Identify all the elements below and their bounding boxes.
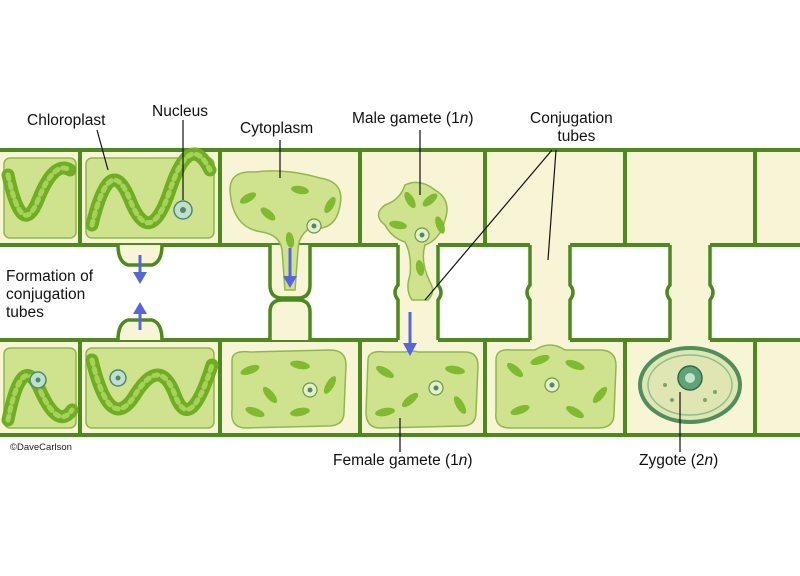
upper-cell-male-gamete [377,181,448,301]
label-cytoplasm: Cytoplasm [240,120,314,137]
label-zygote: Zygote (2n) [639,452,719,469]
upper-cell-spiral-chloroplast-0 [1,157,77,239]
lower-cell-spiral-chloroplast-0 [1,347,79,429]
lower-cell-cytoplasm [231,349,347,429]
tube-open-5 [665,243,715,342]
label-female-gamete: Female gamete (1n) [333,452,473,469]
label-male-gamete: Male gamete (1n) [352,110,474,127]
leader-lines [96,120,681,452]
lower-cell-female-gamete [365,350,479,429]
leader-tube-b [547,149,557,261]
upper-cell-spiral-chloroplast-1 [85,147,217,239]
arrows [133,248,417,356]
leader-tube-a [424,149,553,301]
label-nucleus: Nucleus [152,103,208,120]
zygote-shape [638,346,742,424]
label-conjugation-tubes: Conjugation tubes [530,110,613,145]
copyright-text: ©DaveCarlson [10,442,72,453]
lower-cell-fusing-gametes [495,344,617,429]
leader-chloroplast [96,129,109,171]
lower-cell-spiral-chloroplast-1 [85,347,219,429]
upper-cell-cytoplasm [229,170,342,291]
tube-open-4 [525,243,575,342]
label-chloroplast: Chloroplast [27,112,106,129]
label-formation-of-conjugation-tubes: Formation of conjugation tubes [6,268,94,321]
